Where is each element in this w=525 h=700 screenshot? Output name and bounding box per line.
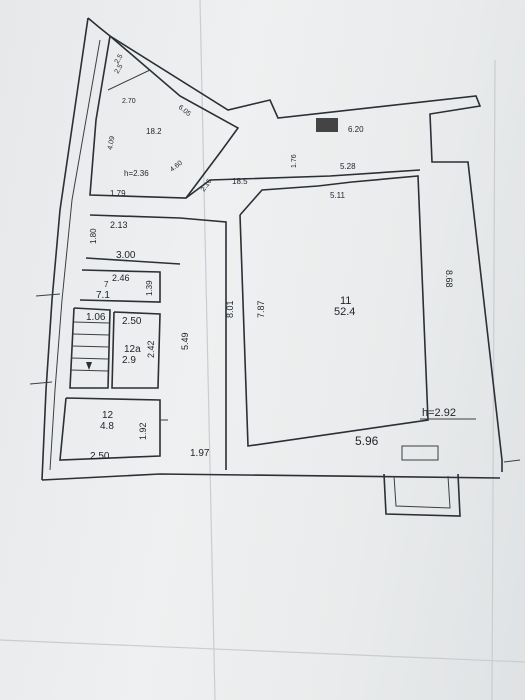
dim-1-06: 1.06	[86, 312, 106, 323]
porch-wall	[383, 473, 461, 517]
stair-wall	[69, 307, 111, 389]
triangle-room-wall	[89, 35, 240, 199]
large-room-top	[317, 181, 353, 187]
dim-2-42: 2.42	[146, 340, 156, 358]
room-12-area: 4.8	[100, 421, 114, 432]
dim-4-09: 4.09	[107, 136, 116, 151]
room-7-wall	[79, 269, 161, 303]
outer-wall-left-side	[41, 17, 89, 481]
small-room-area: 2.5	[114, 53, 125, 65]
dim-1-92: 1.92	[138, 422, 148, 440]
outer-wall-inner-left	[49, 39, 101, 471]
room-12a-area: 2.9	[122, 355, 136, 366]
dim-7-87: 7.87	[256, 300, 266, 318]
tick-mark	[29, 381, 53, 385]
corridor-area: 18.5	[232, 177, 248, 186]
triangle-divider	[107, 69, 151, 91]
room-11-number: 11	[340, 295, 351, 307]
dim-2-46: 2.46	[112, 273, 130, 283]
room-divider	[85, 257, 181, 265]
tick-mark	[35, 293, 61, 297]
dim-4-60: 4.60	[169, 160, 184, 174]
paper-fold-line	[199, 0, 216, 700]
room-12a-wall	[111, 311, 161, 389]
dim-5-11: 5.11	[330, 191, 346, 200]
dim-5-96: 5.96	[355, 434, 379, 448]
room-7-number: 7	[104, 280, 109, 289]
height-left: h=2.36	[124, 169, 149, 178]
large-room-wall	[239, 185, 319, 216]
outer-wall-bottom	[41, 473, 501, 481]
column-hatch	[316, 118, 338, 132]
dim-2-70: 2.70	[122, 98, 136, 105]
stair-step	[70, 357, 109, 360]
paper-fold-line	[0, 639, 525, 663]
dim-1-80: 1.80	[89, 228, 98, 244]
dim-6-05: 6.05	[177, 104, 192, 118]
dim-2-13: 2.13	[110, 220, 128, 230]
stair-step	[73, 321, 110, 324]
dim-1-79: 1.79	[110, 189, 126, 198]
dim-1-76: 1.76	[291, 154, 298, 168]
room-12-wall	[59, 397, 161, 461]
room-12-number: 12	[102, 410, 114, 421]
tick-mark	[503, 459, 521, 463]
outer-wall-left	[87, 17, 503, 472]
dim-1-39: 1.39	[145, 280, 154, 296]
dim-2-50-bottom: 2.50	[90, 451, 110, 462]
dim-5-28: 5.28	[340, 162, 356, 171]
corridor-lower-wall	[89, 214, 227, 470]
dim-6-20: 6.20	[348, 125, 364, 134]
room-11-area: 52.4	[334, 306, 355, 318]
porch-inner	[393, 475, 451, 509]
dim-1-97: 1.97	[190, 448, 210, 459]
large-room-wall	[239, 175, 429, 447]
door-threshold	[401, 445, 439, 461]
corridor-wall	[185, 169, 421, 199]
stair-step	[69, 369, 109, 372]
dim-3-00: 3.00	[116, 250, 136, 261]
stair-step	[72, 333, 110, 336]
dim-2-5: 2.5	[114, 63, 125, 75]
dim-8-68: 8.68	[444, 270, 454, 288]
stair-step	[71, 345, 110, 348]
dim-2-50-mid: 2.50	[122, 316, 142, 327]
height-main: h=2.92	[422, 407, 456, 419]
tri-room-area: 18.2	[146, 127, 162, 136]
stair-arrow-icon	[86, 362, 92, 370]
room-12a-number: 12a	[124, 344, 141, 355]
dim-8-01: 8.01	[225, 300, 235, 318]
dim-5-49: 5.49	[180, 332, 190, 350]
room-7-area: 7.1	[96, 290, 110, 301]
